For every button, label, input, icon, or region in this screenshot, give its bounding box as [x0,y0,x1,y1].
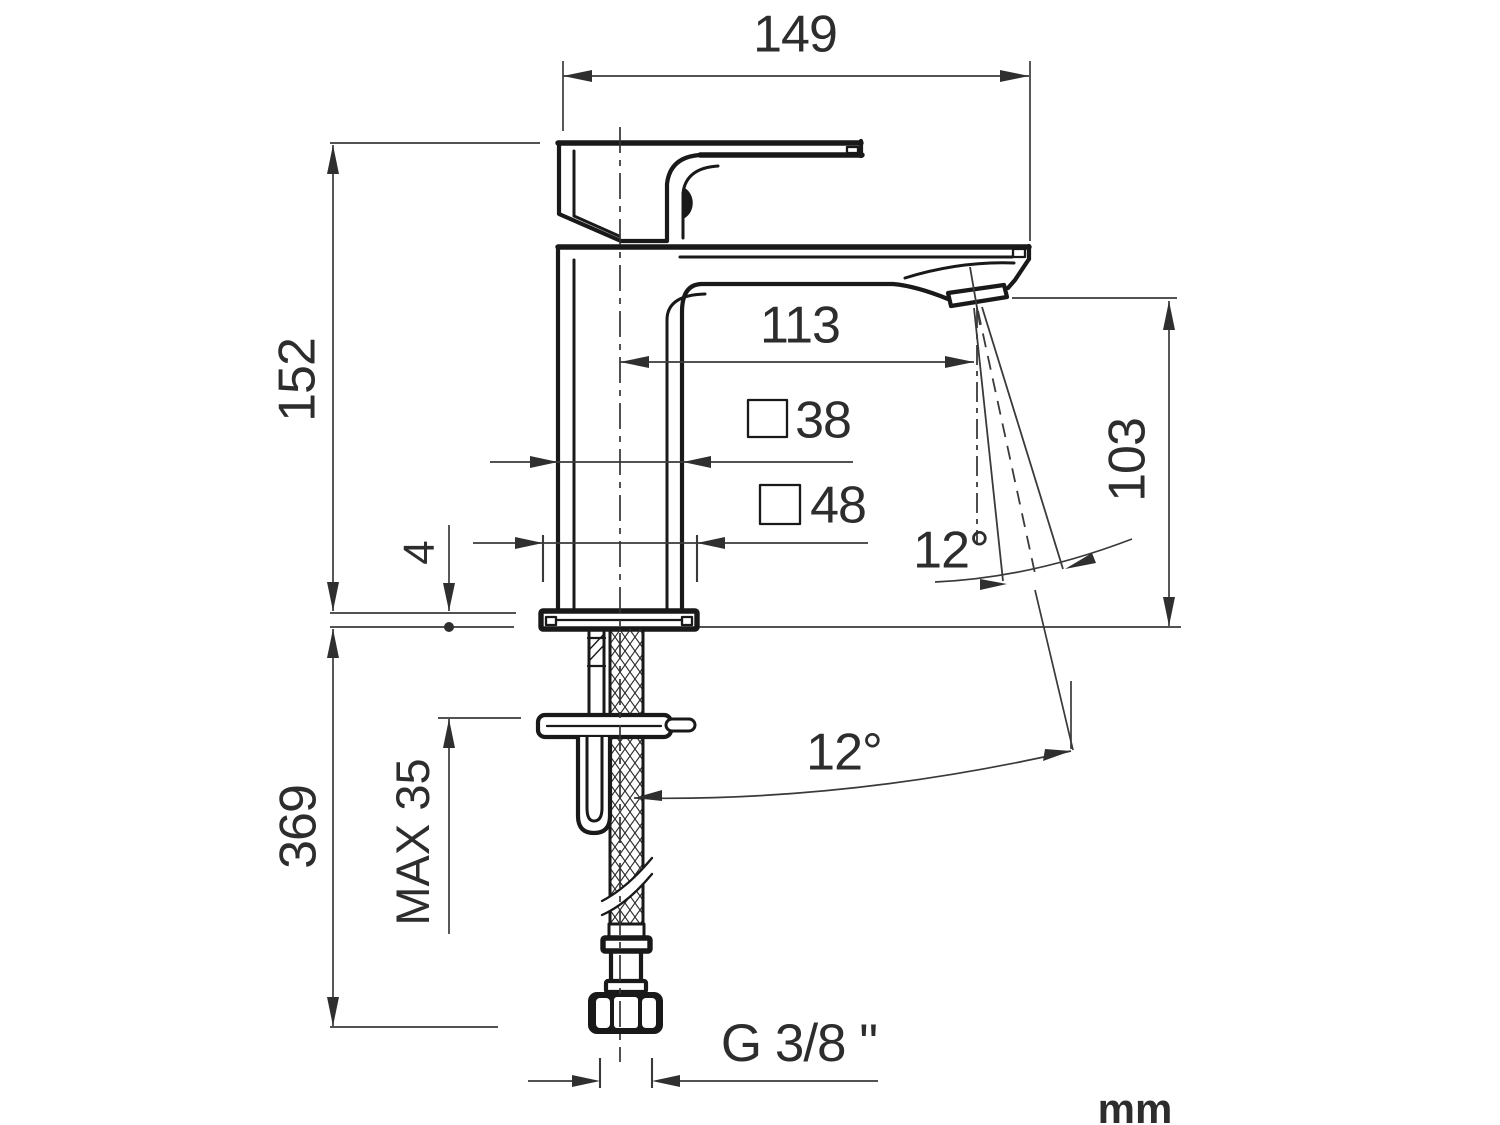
arrowhead [980,579,1007,590]
dim-base-section-48: 48 [473,477,868,582]
arrowhead [1065,553,1096,569]
angle-arc [934,538,1133,583]
arrowhead [443,583,455,611]
handle-block-inner [572,149,621,238]
stream-line [981,306,1064,570]
reference-dot [444,622,454,632]
mounting-bracket-inner [585,735,604,823]
water-stream [969,266,1064,582]
stud-crossbars [586,636,607,668]
handle-neck-outer [664,152,703,243]
arrowhead [620,356,649,368]
dim-height-152: 152 [269,145,339,611]
fitting-flare [603,978,649,995]
aerator [945,282,1010,309]
handle-block-outer [556,142,670,244]
arrowhead [1163,597,1175,626]
spout-head-chamfer [1005,256,1032,291]
arrowhead [683,456,711,468]
dim-38-label: 38 [795,392,851,450]
dim-113-label: 113 [760,297,840,355]
dim-max35-label: MAX 35 [386,758,439,925]
arrowhead [563,70,592,82]
mounting-hardware [535,608,700,1034]
indicator-dot [683,187,693,219]
dim-369-label: 369 [270,785,328,869]
arrowhead [530,456,558,468]
mounting-bracket-outer [575,734,613,836]
arrowhead [515,537,543,549]
stud-thread-hatch [588,633,605,662]
arrowhead [327,582,339,611]
square-section-symbol [746,398,789,439]
arrowhead [572,1075,600,1087]
washer-tab [664,717,697,733]
dim-48-label: 48 [810,477,866,535]
stream-reference-line [1034,589,1074,751]
dim-install-angle-12: 12° [633,724,1072,801]
arrowhead [327,145,339,174]
arrowhead [1043,749,1071,761]
dim-103-label: 103 [1099,418,1157,502]
dim-stream-angle-12: 12° [913,522,1133,590]
hose-collar [600,935,653,954]
dim-plate-thickness-4: 4 [395,525,455,632]
mounting-stud [587,627,606,715]
thread-label: G 3/8 " [721,1014,877,1073]
arrowhead [327,629,339,658]
faucet-outline [555,138,1064,613]
angle-install-label: 12° [806,724,882,782]
arrowhead [945,356,974,368]
dim-overall-height-369: 369 [270,629,339,1026]
nut-facet [596,998,610,1028]
arrowhead [327,997,339,1026]
arrowhead [443,719,455,748]
unit-label: mm [1098,1085,1173,1125]
angle-stream-label: 12° [913,522,989,580]
nut-facet [642,998,656,1028]
dim-max-counter-35: MAX 35 [386,719,455,934]
dim-overall-reach-149: 149 [563,6,1029,82]
spout-head-inner [903,261,1016,280]
stream-line [973,307,1004,582]
dim-149-label: 149 [753,6,837,64]
spout-underside-inner [665,292,707,612]
arrowhead [1000,70,1029,82]
dim-outlet-height-103: 103 [1099,301,1175,626]
arrowhead [1163,301,1175,330]
square-section-symbol [758,483,802,526]
fitting-neck [608,948,644,984]
spout-end-notch [1011,247,1027,259]
dim-thread-g38: G 3/8 " [528,1014,878,1088]
angle-arc [633,750,1072,800]
hose-break-lines [600,856,654,917]
dim-152-label: 152 [269,338,327,422]
arrowhead [697,537,725,549]
dim-4-label: 4 [395,541,444,565]
dim-body-section-38: 38 [490,392,853,468]
nut-facet [614,997,638,1028]
extension-lines [330,61,1181,1028]
arrowhead [634,790,662,801]
arrowhead [652,1075,680,1087]
dim-spout-reach-113: 113 [620,297,974,368]
handle-lever-notch [845,145,860,155]
spout-underside-outer [679,281,951,613]
